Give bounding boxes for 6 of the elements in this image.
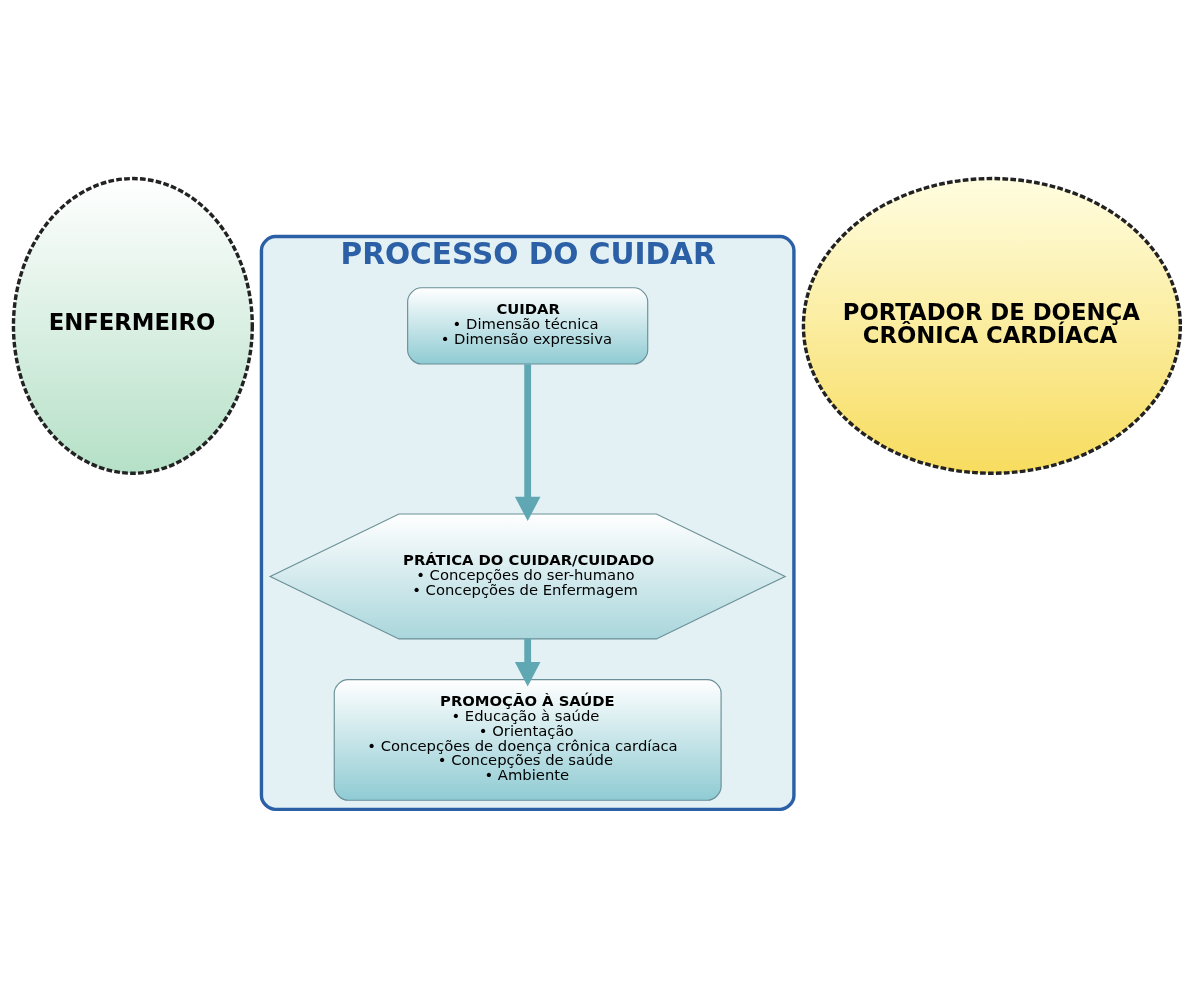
- node-ellipse: PORTADOR DE DOENÇA CRÔNICA CARDÍACA: [801, 176, 1183, 475]
- arrow: [514, 639, 541, 687]
- node-ellipse: ENFERMEIRO: [11, 176, 254, 475]
- node-box: CUIDAR • Dimensão técnica • Dimensão expressiva: [407, 287, 649, 365]
- arrow: [514, 364, 541, 522]
- node-box: PROMOÇÃO À SAÚDE • Educação à saúde • Orientação • Concepções de doença crônica cardíaca • Concepções de saúde • Ambiente: [333, 679, 722, 801]
